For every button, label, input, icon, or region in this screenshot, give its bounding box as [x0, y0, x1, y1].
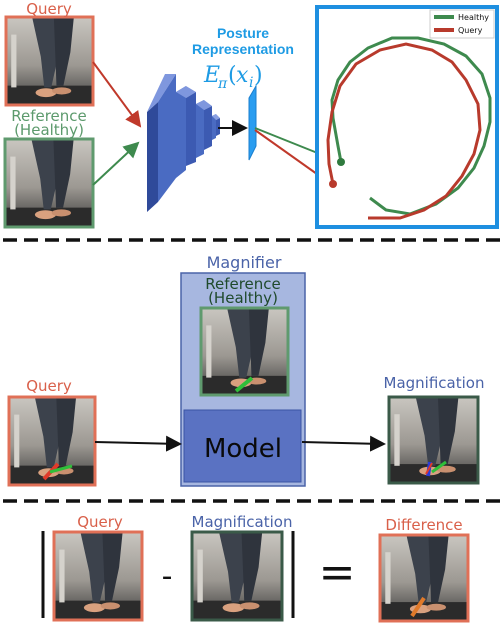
- reference-image-top: [3, 137, 95, 229]
- magnifier-reference-line2: (Healthy): [208, 289, 278, 307]
- magnification-label-mid: Magnification: [384, 374, 485, 392]
- trajectory-panel: Healthy Query: [315, 5, 499, 229]
- legend: Healthy Query: [429, 9, 495, 39]
- healthy-endpoint: [337, 158, 345, 166]
- query-to-encoder-arrow: [92, 61, 142, 128]
- query-image-bottom: [52, 530, 144, 622]
- svg-text:(: (: [228, 63, 237, 88]
- magnification-image-mid: [387, 395, 480, 485]
- model-box[interactable]: [183, 409, 302, 483]
- svg-text:x: x: [236, 63, 249, 88]
- difference-label: Difference: [385, 516, 462, 534]
- posture-formula: E π ( x i ): [203, 63, 263, 92]
- legend-healthy-label: Healthy: [458, 13, 489, 22]
- query-label-bottom: Query: [77, 513, 123, 531]
- query-image-mid: [7, 395, 97, 487]
- reference-to-encoder-arrow: [92, 141, 140, 186]
- magnifier-reference-image: [199, 306, 290, 397]
- svg-text:): ): [254, 63, 263, 88]
- magnification-label-bottom: Magnification: [192, 513, 293, 531]
- query-label-mid: Query: [26, 377, 72, 395]
- query-image-top: [4, 15, 95, 107]
- model-label: Model: [204, 434, 282, 464]
- magnifier-label: Magnifier: [207, 253, 282, 272]
- equals-sign: =: [319, 547, 356, 598]
- magnification-image-bottom: [190, 530, 284, 622]
- minus-sign: -: [162, 559, 173, 594]
- posture-label-line2: Representation: [192, 41, 294, 57]
- query-endpoint: [329, 180, 337, 188]
- embedding-plane: [248, 84, 257, 161]
- magnifier-reference-line1: Reference: [205, 275, 281, 293]
- encoder-network: [147, 74, 220, 212]
- reference-label-top-line2: (Healthy): [14, 121, 84, 139]
- model-to-magnification-arrow: [301, 435, 386, 452]
- query-trajectory: [326, 42, 482, 220]
- svg-text:i: i: [249, 75, 253, 91]
- posture-label-line1: Posture: [217, 25, 269, 41]
- query-label-top: Query: [26, 0, 72, 18]
- svg-text:π: π: [217, 76, 228, 92]
- legend-query-label: Query: [458, 26, 483, 35]
- difference-image: [378, 533, 470, 623]
- query-to-model-arrow: [94, 435, 182, 452]
- reference-label-top-line1: Reference: [11, 107, 87, 125]
- svg-text:E: E: [203, 63, 220, 88]
